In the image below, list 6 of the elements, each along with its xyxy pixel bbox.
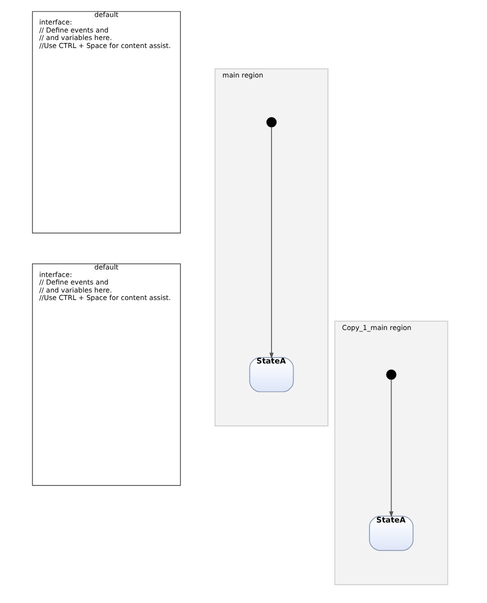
node-circle — [266, 117, 277, 128]
node-box: StateA — [249, 357, 294, 392]
node-box: StateA — [369, 516, 414, 551]
node-circle — [386, 370, 396, 380]
arrow — [269, 126, 274, 359]
arrow — [389, 378, 394, 518]
